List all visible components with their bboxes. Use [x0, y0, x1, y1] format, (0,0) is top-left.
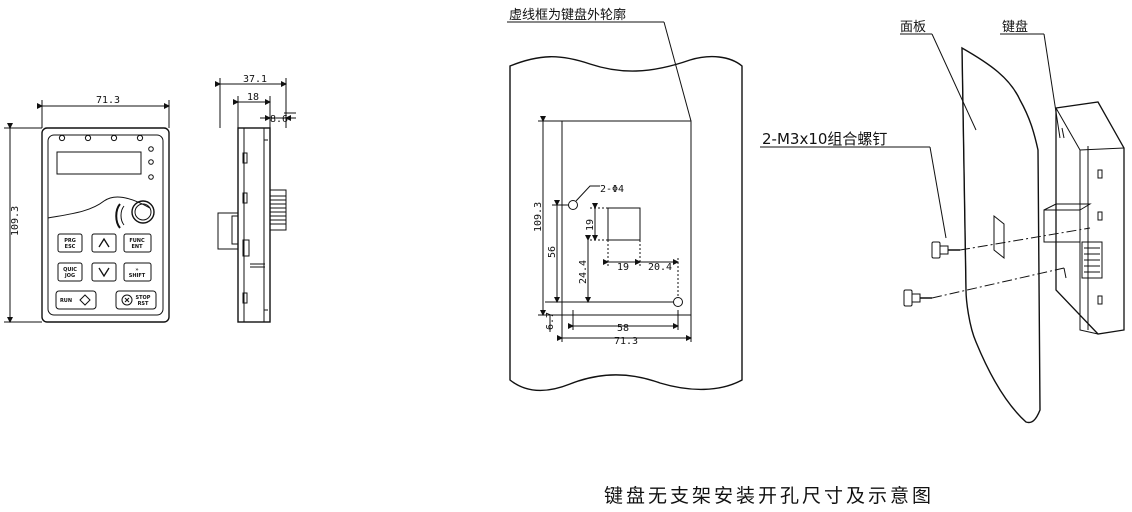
cutout-hole-label: 2-Φ4 [600, 184, 624, 195]
key-quick-top: QUIC [63, 267, 77, 273]
key-func-bottom: ENT [131, 244, 143, 250]
cutout-outline-note: 虚线框为键盘外轮廓 [509, 7, 626, 23]
key-stop-bottom: RST [138, 301, 149, 307]
key-shift-bottom: SHIFT [129, 273, 146, 279]
side-flange-label: 8.6 [270, 114, 288, 125]
side-view [215, 78, 296, 323]
side-body-label: 18 [247, 92, 259, 103]
panel-label: 面板 [900, 20, 926, 35]
side-width-label: 37.1 [243, 74, 267, 85]
front-keys-text: PRG ESC FUNC ENT QUIC JOG » SHIFT RUN ST… [60, 238, 151, 307]
cutout-outer-width-label: 71.3 [614, 336, 638, 347]
front-view [4, 100, 170, 323]
key-prog-bottom: ESC [65, 244, 76, 250]
key-run: RUN [60, 298, 72, 304]
cutout-inner-height-label: 56 [547, 246, 558, 258]
key-quick-bottom: JOG [64, 273, 75, 279]
cutout-window-to-edge-label: 20.4 [648, 262, 672, 273]
cutout-bottom-offset-label: 6.7 [545, 312, 556, 330]
mounting-view [760, 33, 1125, 424]
front-width-label: 71.3 [96, 95, 120, 106]
figure-caption: 键盘无支架安装开孔尺寸及示意图 [604, 485, 934, 507]
front-height-label: 109.3 [10, 206, 21, 236]
key-shift-top: » [135, 267, 138, 273]
keypad-label: 键盘 [1002, 19, 1028, 35]
cutout-window-width-label: 19 [617, 262, 629, 273]
key-stop-top: STOP [136, 295, 151, 301]
key-func-top: FUNC [129, 238, 145, 244]
cutout-window-height-label: 19 [585, 219, 596, 231]
cutout-window-offset-label: 24.4 [578, 260, 589, 284]
cutout-view [507, 21, 743, 392]
screw-label: 2-M3x10组合螺钉 [762, 130, 887, 148]
cutout-outer-height-label: 109.3 [533, 202, 544, 232]
screw-bottom-icon [903, 289, 932, 307]
cutout-hole-span-label: 58 [617, 323, 629, 334]
screw-top-icon [931, 241, 960, 259]
key-prog-top: PRG [64, 238, 76, 244]
